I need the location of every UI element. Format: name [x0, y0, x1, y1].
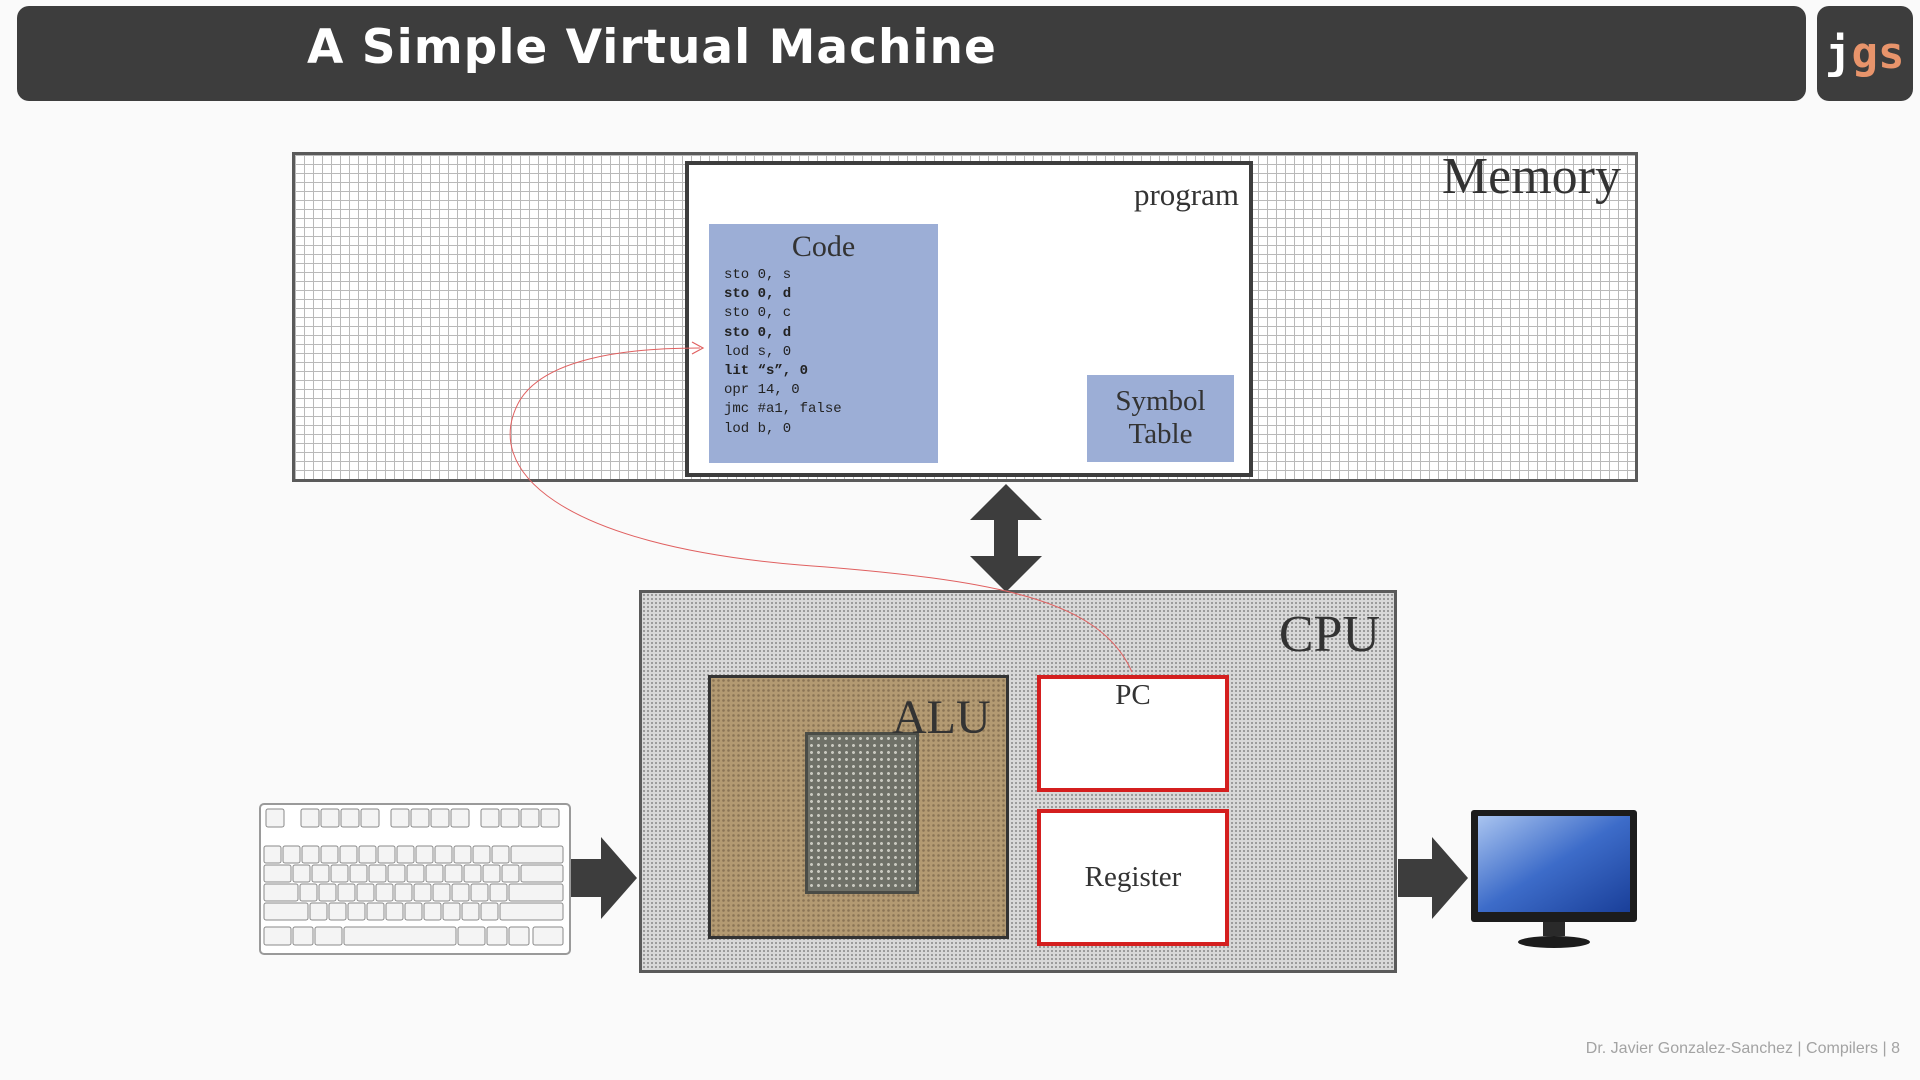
alu-chip-image: ALU [708, 675, 1009, 939]
register-box: Register [1037, 809, 1229, 946]
code-line: jmc #a1, false [724, 401, 842, 418]
code-line: lit “s”, 0 [724, 363, 809, 380]
code-line: sto 0, c [724, 305, 792, 322]
register-label: Register [1084, 861, 1182, 893]
code-line: lod b, 0 [724, 420, 792, 437]
alu-label: ALU [892, 691, 991, 744]
title-bar: A Simple Virtual Machine [17, 6, 1806, 101]
alu-die [805, 732, 919, 894]
code-line: lod s, 0 [724, 343, 792, 360]
monitor-icon [1471, 810, 1637, 948]
page-title: A Simple Virtual Machine [307, 20, 997, 75]
code-title: Code [791, 230, 856, 263]
memory-block: Memory program Code sto 0, s sto 0, d st… [292, 148, 1638, 482]
code-listing: sto 0, s sto 0, d sto 0, c sto 0, d lod … [724, 266, 938, 439]
bidirectional-arrow-icon [970, 484, 1042, 592]
symbol-table-box: Symbol Table [1087, 375, 1234, 462]
code-box: Code sto 0, s sto 0, d sto 0, c sto 0, d… [709, 224, 938, 463]
cpu-block: CPU ALU PC Register [639, 590, 1397, 973]
cpu-label: CPU [1278, 606, 1380, 663]
footer-credit: Dr. Javier Gonzalez-Sanchez | Compilers … [1585, 1040, 1900, 1057]
jgs-logo: jgs [1817, 6, 1913, 101]
symbol-table-label-line2: Table [1128, 418, 1193, 450]
pc-register-box: PC [1037, 675, 1229, 792]
program-box: program Code sto 0, s sto 0, d sto 0, c … [685, 161, 1253, 477]
symbol-table-label-line1: Symbol [1115, 385, 1206, 417]
logo-j: j [1825, 28, 1852, 79]
code-line: sto 0, d [724, 324, 792, 341]
code-line: opr 14, 0 [724, 382, 800, 399]
output-arrow-icon [1398, 837, 1468, 919]
program-label: program [1133, 177, 1239, 212]
memory-label: Memory [1441, 148, 1621, 205]
input-arrow-icon [567, 837, 637, 919]
pc-label: PC [1115, 679, 1151, 711]
code-line: sto 0, d [724, 286, 792, 303]
logo-gs: gs [1851, 28, 1905, 79]
keyboard-icon [259, 803, 571, 955]
code-line: sto 0, s [724, 267, 792, 283]
